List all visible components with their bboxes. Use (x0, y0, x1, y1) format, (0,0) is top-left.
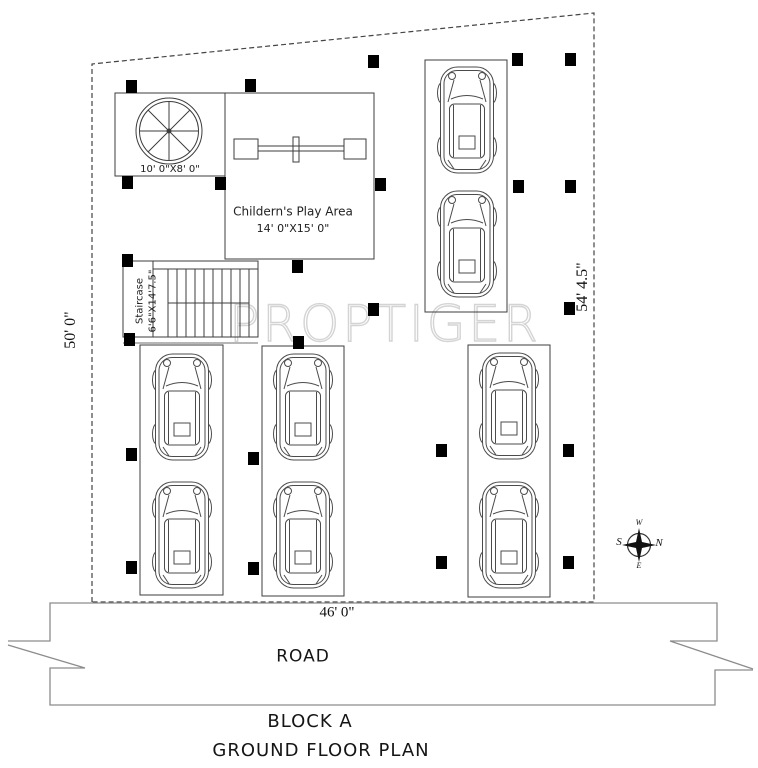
car-icon (273, 353, 333, 461)
column (126, 561, 137, 574)
columns (122, 53, 576, 575)
dimension-right: 54' 4.5" (574, 262, 591, 312)
column (513, 180, 524, 193)
car-icon (479, 352, 539, 460)
tank-size-label: 10' 0"X8' 0" (140, 163, 200, 175)
road-label: ROAD (276, 646, 330, 667)
staircase-size-label: 6'6"X14'7.5" (147, 269, 158, 333)
staircase-label: Staircase 6'6"X14'7.5" (135, 270, 160, 333)
plan-title: GROUND FLOOR PLAN (212, 739, 430, 761)
column (126, 448, 137, 461)
column (368, 55, 379, 68)
car-icon (479, 481, 539, 589)
car-icon (273, 481, 333, 589)
column (122, 254, 133, 267)
compass-n-label: N (655, 537, 663, 550)
column (245, 79, 256, 92)
column (565, 180, 576, 193)
column (215, 177, 226, 190)
car-icon (152, 353, 212, 461)
parking-bay-bottom-middle (261, 345, 345, 597)
car-icon (437, 190, 497, 298)
play-area-label: Childern's Play Area (233, 204, 353, 219)
column (375, 178, 386, 191)
staircase-name: Staircase (134, 277, 146, 325)
column (563, 444, 574, 457)
compass-e-label: E (636, 561, 642, 570)
column (124, 333, 135, 346)
plot-boundary (91, 12, 595, 603)
compass-icon (622, 528, 656, 562)
parking-bay-bottom-right (467, 344, 551, 598)
play-area-size-label: 14' 0"X15' 0" (256, 222, 330, 236)
car-icon (152, 481, 212, 589)
block-title: BLOCK A (267, 710, 353, 732)
column (122, 176, 133, 189)
staircase (122, 260, 259, 344)
seesaw-equipment (233, 136, 367, 163)
car-icon (437, 66, 497, 174)
column (126, 80, 137, 93)
compass-w-label: W (635, 518, 643, 527)
dimension-bottom: 46' 0" (319, 604, 355, 621)
dimension-left: 50' 0" (62, 311, 79, 349)
column (248, 452, 259, 465)
column (436, 444, 447, 457)
column (564, 302, 575, 315)
column (512, 53, 523, 66)
parking-bay-bottom-left (139, 344, 224, 596)
watermark-text: PROPTIGER (228, 294, 541, 353)
column (248, 562, 259, 575)
column (293, 336, 304, 349)
column (563, 556, 574, 569)
column (292, 260, 303, 273)
column (368, 303, 379, 316)
column (565, 53, 576, 66)
column (436, 556, 447, 569)
play-area (224, 92, 375, 260)
compass-s-label: S (616, 536, 622, 549)
parking-bay-top-right (424, 59, 508, 313)
road-band (7, 602, 754, 706)
